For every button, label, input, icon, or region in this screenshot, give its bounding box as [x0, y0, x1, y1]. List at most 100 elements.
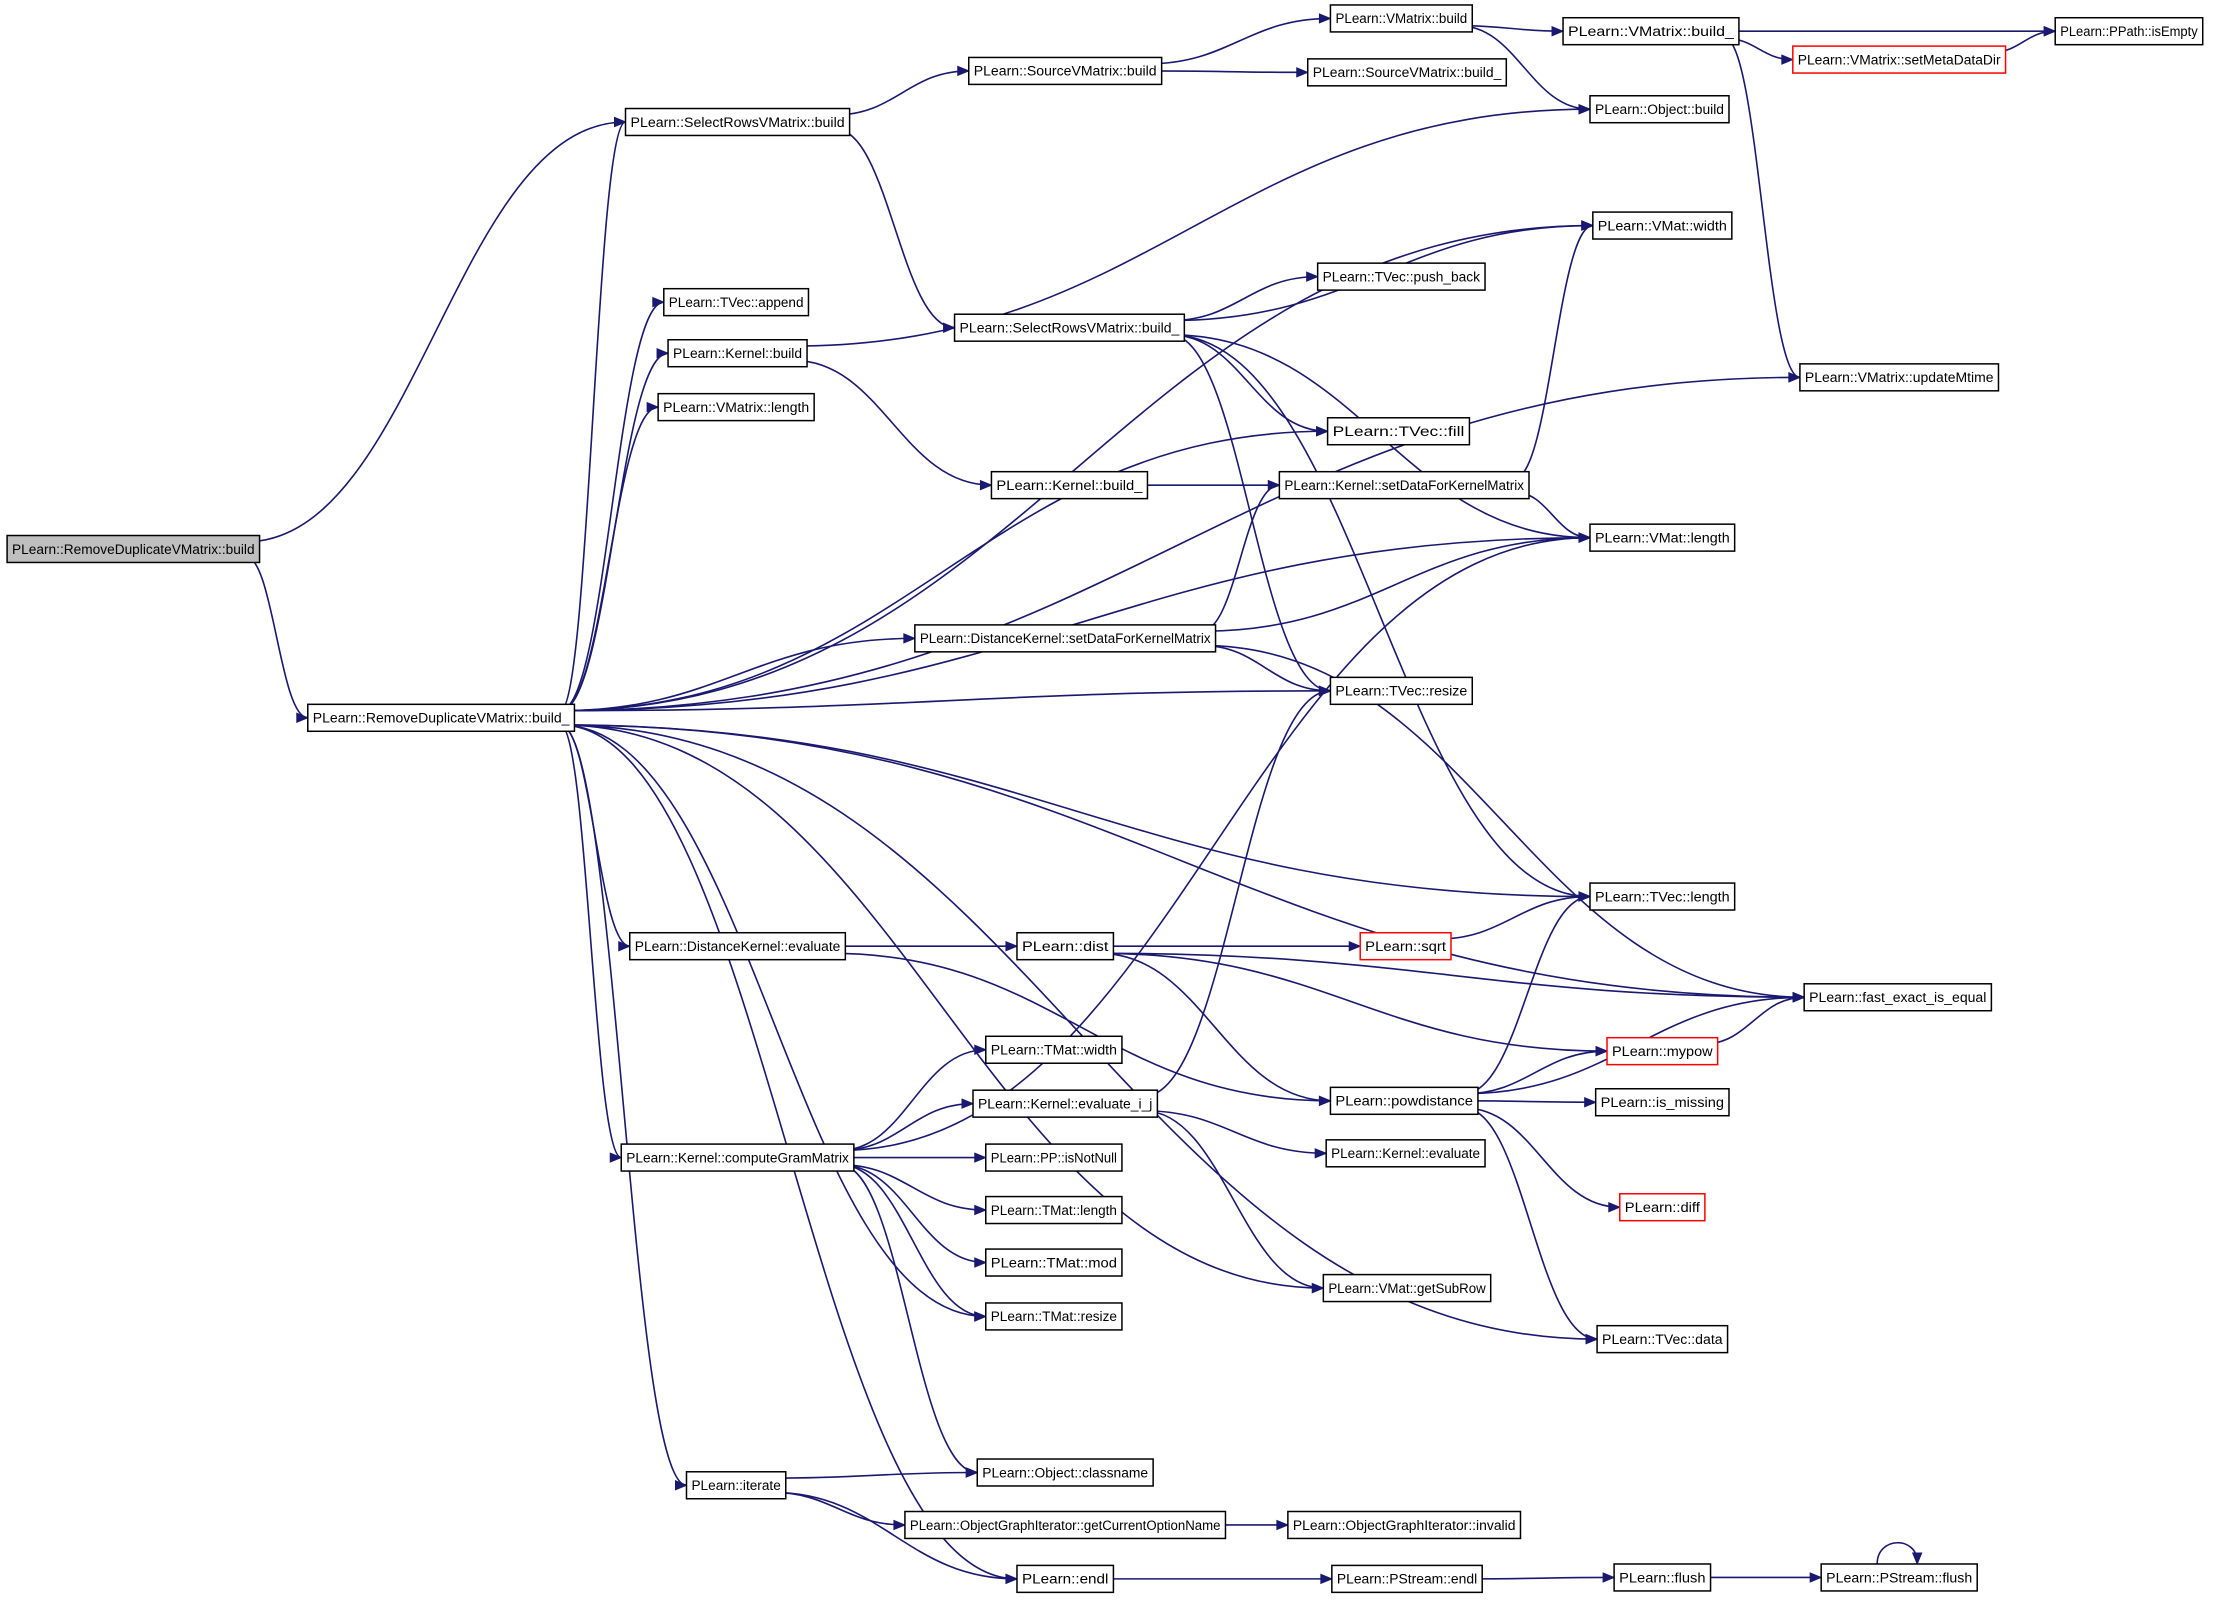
edge-rdv_build_-to-tvec_fill: [560, 426, 1329, 712]
node-label: PLearn::iterate: [691, 1478, 780, 1493]
edge-arrowhead: [1911, 1552, 1923, 1566]
edge-line: [1170, 275, 1318, 322]
node-label: PLearn::VMatrix::build_: [1568, 24, 1734, 39]
edge-line: [771, 1491, 1017, 1580]
node-flush[interactable]: PLearn::flush: [1613, 1563, 1712, 1592]
node-tmat_width[interactable]: PLearn::TMat::width: [985, 1035, 1123, 1064]
node-box: [904, 1510, 1227, 1540]
edge-arrowhead: [1578, 532, 1592, 543]
edge-rdv_build_-to-kernel_compgram: [559, 724, 623, 1163]
edge-kernel_setdata-to-vmat_width: [1514, 220, 1595, 479]
edge-line: [560, 724, 1598, 1340]
edge-line: [560, 724, 1590, 898]
node-rdv_build[interactable]: PLearn::RemoveDuplicateVMatrix::build: [6, 534, 261, 564]
node-label: PLearn::TMat::mod: [991, 1255, 1117, 1270]
edge-line: [560, 224, 1593, 712]
node-kernel_build[interactable]: PLearn::Kernel::build: [667, 339, 808, 368]
node-pstream_flush[interactable]: PLearn::PStream::flush: [1820, 1563, 1978, 1592]
edge-line: [1463, 1107, 1620, 1209]
node-diff[interactable]: PLearn::diff: [1619, 1192, 1706, 1222]
node-pstream_endl[interactable]: PLearn::PStream::endl: [1331, 1564, 1483, 1594]
edge-arrowhead: [1792, 992, 1806, 1003]
node-kernel_setdata[interactable]: PLearn::Kernel::setDataForKernelMatrix: [1278, 470, 1530, 500]
node-dist[interactable]: PLearn::dist: [1016, 931, 1115, 961]
edge-arrowhead: [1316, 426, 1329, 437]
node-is_missing[interactable]: PLearn::is_missing: [1594, 1088, 1730, 1117]
edge-arrowhead: [1788, 372, 1802, 383]
node-pp_isnotnull[interactable]: PLearn::PP::isNotNull: [985, 1143, 1123, 1172]
edge-line: [1703, 996, 1805, 1045]
node-tmat_mod[interactable]: PLearn::TMat::mod: [985, 1248, 1123, 1277]
node-dk_setdata[interactable]: PLearn::DistanceKernel::setDataForKernel…: [914, 624, 1217, 653]
node-kernel_compgram[interactable]: PLearn::Kernel::computeGramMatrix: [620, 1143, 855, 1172]
edge-arrowhead: [1809, 1572, 1823, 1583]
node-vmat_length[interactable]: PLearn::VMat::length: [1589, 523, 1736, 552]
node-obj_classname[interactable]: PLearn::Object::classname: [976, 1458, 1154, 1487]
edge-arrowhead: [1320, 1573, 1334, 1585]
node-kernel_evaluate[interactable]: PLearn::Kernel::evaluate: [1325, 1139, 1486, 1168]
node-dk_evaluate[interactable]: PLearn::DistanceKernel::evaluate: [629, 931, 847, 961]
node-ogi_invalid[interactable]: PLearn::ObjectGraphIterator::invalid: [1287, 1510, 1522, 1540]
edge-arrowhead: [1551, 25, 1565, 37]
node-vmx_setmeta[interactable]: PLearn::VMatrix::setMetaDataDir: [1792, 45, 2007, 74]
node-label: PLearn::DistanceKernel::evaluate: [635, 939, 841, 954]
node-vmx_length[interactable]: PLearn::VMatrix::length: [657, 392, 815, 422]
edge-line: [1099, 952, 1331, 1102]
node-kernel_eval_ij[interactable]: PLearn::Kernel::evaluate_i_j: [972, 1089, 1159, 1118]
edge-arrowhead: [656, 347, 670, 359]
node-box: [1592, 211, 1733, 240]
edge-arrowhead: [1318, 685, 1332, 697]
edge-line: [1099, 952, 1608, 1052]
edge-arrowhead: [652, 296, 666, 308]
node-tmat_resize[interactable]: PLearn::TMat::resize: [985, 1302, 1123, 1331]
node-srv_build[interactable]: PLearn::SelectRowsVMatrix::build: [624, 107, 851, 137]
node-vmat_width[interactable]: PLearn::VMat::width: [1592, 211, 1733, 240]
edge-arrowhead: [674, 1480, 688, 1491]
node-tvec_append[interactable]: PLearn::TVec::append: [663, 287, 810, 317]
node-fast_exact[interactable]: PLearn::fast_exact_is_equal: [1803, 983, 1993, 1012]
node-label: PLearn::VMat::length: [1595, 530, 1730, 545]
node-vmx_updatemtime[interactable]: PLearn::VMatrix::updateMtime: [1799, 363, 2000, 392]
edge-arrowhead: [1276, 1519, 1290, 1531]
node-vmx_build_[interactable]: PLearn::VMatrix::build_: [1562, 16, 1740, 46]
node-mypow[interactable]: PLearn::mypow: [1606, 1036, 1719, 1066]
node-box: [1594, 1088, 1730, 1117]
node-ogi_getcur[interactable]: PLearn::ObjectGraphIterator::getCurrentO…: [904, 1510, 1227, 1540]
edge-arrowhead: [974, 1044, 988, 1055]
node-powdistance[interactable]: PLearn::powdistance: [1329, 1086, 1479, 1116]
edge-kernel_compgram-to-tmat_length: [839, 1163, 988, 1216]
node-box: [1322, 1273, 1492, 1303]
node-tvec_data[interactable]: PLearn::TVec::data: [1596, 1324, 1729, 1354]
node-label: PLearn::ObjectGraphIterator::getCurrentO…: [910, 1518, 1221, 1533]
node-vmx_build[interactable]: PLearn::VMatrix::build: [1329, 4, 1474, 33]
node-rdv_build_[interactable]: PLearn::RemoveDuplicateVMatrix::build_: [307, 703, 576, 733]
edge-line: [1170, 333, 1590, 898]
node-svm_build[interactable]: PLearn::SourceVMatrix::build: [967, 56, 1163, 86]
node-tvec_pushback[interactable]: PLearn::TVec::push_back: [1316, 262, 1486, 291]
node-tvec_fill[interactable]: PLearn::TVec::fill: [1326, 417, 1471, 446]
node-label: PLearn::is_missing: [1601, 1095, 1724, 1110]
node-svm_build_[interactable]: PLearn::SourceVMatrix::build_: [1306, 58, 1508, 87]
node-sqrt[interactable]: PLearn::sqrt: [1359, 931, 1452, 961]
edge-arrowhead: [957, 65, 971, 77]
edge-arrowhead: [1595, 1045, 1609, 1057]
node-vmat_getsubrow[interactable]: PLearn::VMat::getSubRow: [1322, 1273, 1492, 1303]
node-iterate[interactable]: PLearn::iterate: [685, 1471, 787, 1500]
edge-rdv_build_-to-srv_build: [559, 116, 627, 712]
edge-line: [1468, 1576, 1615, 1580]
node-box: [1799, 363, 2000, 392]
node-box: [1326, 417, 1471, 446]
edge-line: [559, 724, 622, 1159]
node-kernel_build_[interactable]: PLearn::Kernel::build_: [990, 470, 1149, 500]
edge-line: [560, 724, 1805, 999]
node-tvec_resize[interactable]: PLearn::TVec::resize: [1329, 676, 1474, 706]
node-obj_build[interactable]: PLearn::Object::build: [1589, 95, 1730, 124]
node-label: PLearn::TVec::fill: [1333, 424, 1465, 439]
node-ppath_isempty[interactable]: PLearn::PPath::isEmpty: [2054, 16, 2204, 46]
node-endl[interactable]: PLearn::endl: [1016, 1564, 1115, 1594]
node-tvec_length[interactable]: PLearn::TVec::length: [1589, 882, 1736, 911]
node-tmat_length[interactable]: PLearn::TMat::length: [985, 1195, 1123, 1225]
node-box: [1606, 1036, 1719, 1066]
node-srv_build_[interactable]: PLearn::SelectRowsVMatrix::build_: [953, 313, 1186, 342]
node-box: [1306, 58, 1508, 87]
